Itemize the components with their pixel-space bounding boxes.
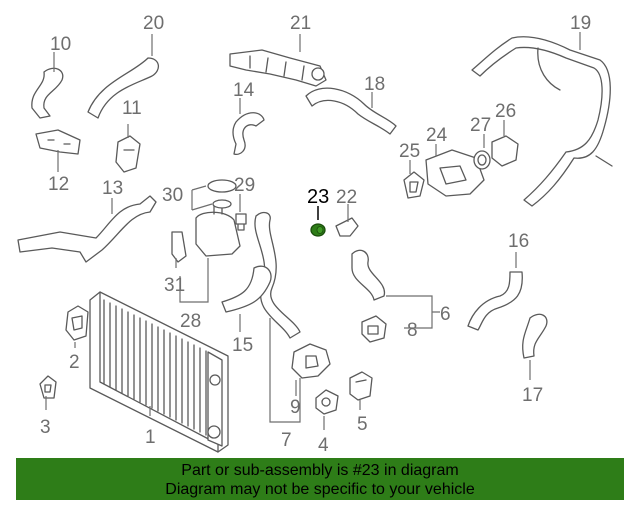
- callout-31: 31: [164, 275, 185, 296]
- callout-25: 25: [399, 141, 420, 162]
- callout-11: 11: [122, 98, 142, 119]
- callout-20: 20: [143, 13, 164, 34]
- callout-labels: 1 2 3 4 5 6 7 8 9 10 11 12 13 14 15 16 1…: [40, 13, 591, 456]
- part-26-cap: [491, 135, 519, 167]
- part-6-hose: [351, 249, 386, 301]
- part-drawings: [17, 36, 613, 453]
- part-13-pipe: [17, 195, 157, 263]
- callout-6: 6: [440, 304, 451, 325]
- callout-23-highlighted: 23: [307, 186, 329, 208]
- banner-line-1: Part or sub-assembly is #23 in diagram: [181, 462, 459, 479]
- callout-17: 17: [522, 385, 543, 406]
- callout-21: 21: [290, 13, 311, 34]
- callout-18: 18: [364, 74, 385, 95]
- callout-24: 24: [426, 125, 448, 146]
- part-19-hose: [471, 36, 611, 207]
- callout-22: 22: [336, 187, 357, 208]
- callout-15: 15: [232, 335, 253, 356]
- callout-10: 10: [50, 34, 71, 55]
- part-18-hose: [305, 87, 397, 135]
- callout-28: 28: [180, 311, 201, 332]
- part-2-bracket: [65, 305, 89, 341]
- part-31-bracket: [171, 231, 187, 263]
- callout-1: 1: [145, 427, 156, 448]
- part-22-sensor: [335, 217, 359, 237]
- callout-4: 4: [318, 435, 329, 456]
- part-9-housing: [291, 343, 331, 379]
- part-5-switch: [349, 371, 373, 401]
- part-27-gasket: [473, 150, 491, 170]
- callout-5: 5: [357, 414, 368, 435]
- callout-16: 16: [508, 231, 529, 252]
- callout-14: 14: [233, 80, 255, 101]
- part-15-hose: [221, 265, 272, 313]
- part-29-sensor: [235, 213, 247, 231]
- callout-19: 19: [570, 13, 591, 34]
- part-10-hose: [31, 67, 64, 119]
- part-28-reservoir: [195, 205, 241, 257]
- banner-line-2: Diagram may not be specific to your vehi…: [165, 481, 475, 498]
- callout-7: 7: [281, 430, 292, 451]
- part-23-oring: [310, 223, 326, 237]
- part-3-bracket: [39, 375, 57, 399]
- callout-12: 12: [48, 174, 69, 195]
- callout-3: 3: [40, 417, 51, 438]
- highlight-banner: Part or sub-assembly is #23 in diagram D…: [16, 458, 624, 500]
- part-24-flange: [425, 149, 485, 197]
- callout-9: 9: [290, 397, 301, 418]
- part-1-radiator: [89, 291, 229, 453]
- part-25-gasket: [403, 171, 425, 199]
- part-11-sensor: [115, 135, 141, 173]
- part-30-cap: [207, 179, 237, 209]
- part-12-bracket: [35, 129, 81, 155]
- part-17-hose: [522, 313, 548, 359]
- part-16-hose: [467, 271, 523, 331]
- part-4-sensor: [315, 389, 339, 415]
- part-20-hose: [87, 57, 159, 119]
- callout-26: 26: [495, 101, 516, 122]
- callout-29: 29: [234, 175, 255, 196]
- callout-27: 27: [470, 115, 491, 136]
- part-8-flange: [361, 315, 387, 343]
- part-14-hose: [232, 112, 265, 156]
- callout-8: 8: [407, 320, 418, 341]
- callout-13: 13: [102, 178, 123, 199]
- callout-30: 30: [162, 185, 183, 206]
- callout-2: 2: [69, 352, 80, 373]
- leader-lines: [45, 32, 581, 430]
